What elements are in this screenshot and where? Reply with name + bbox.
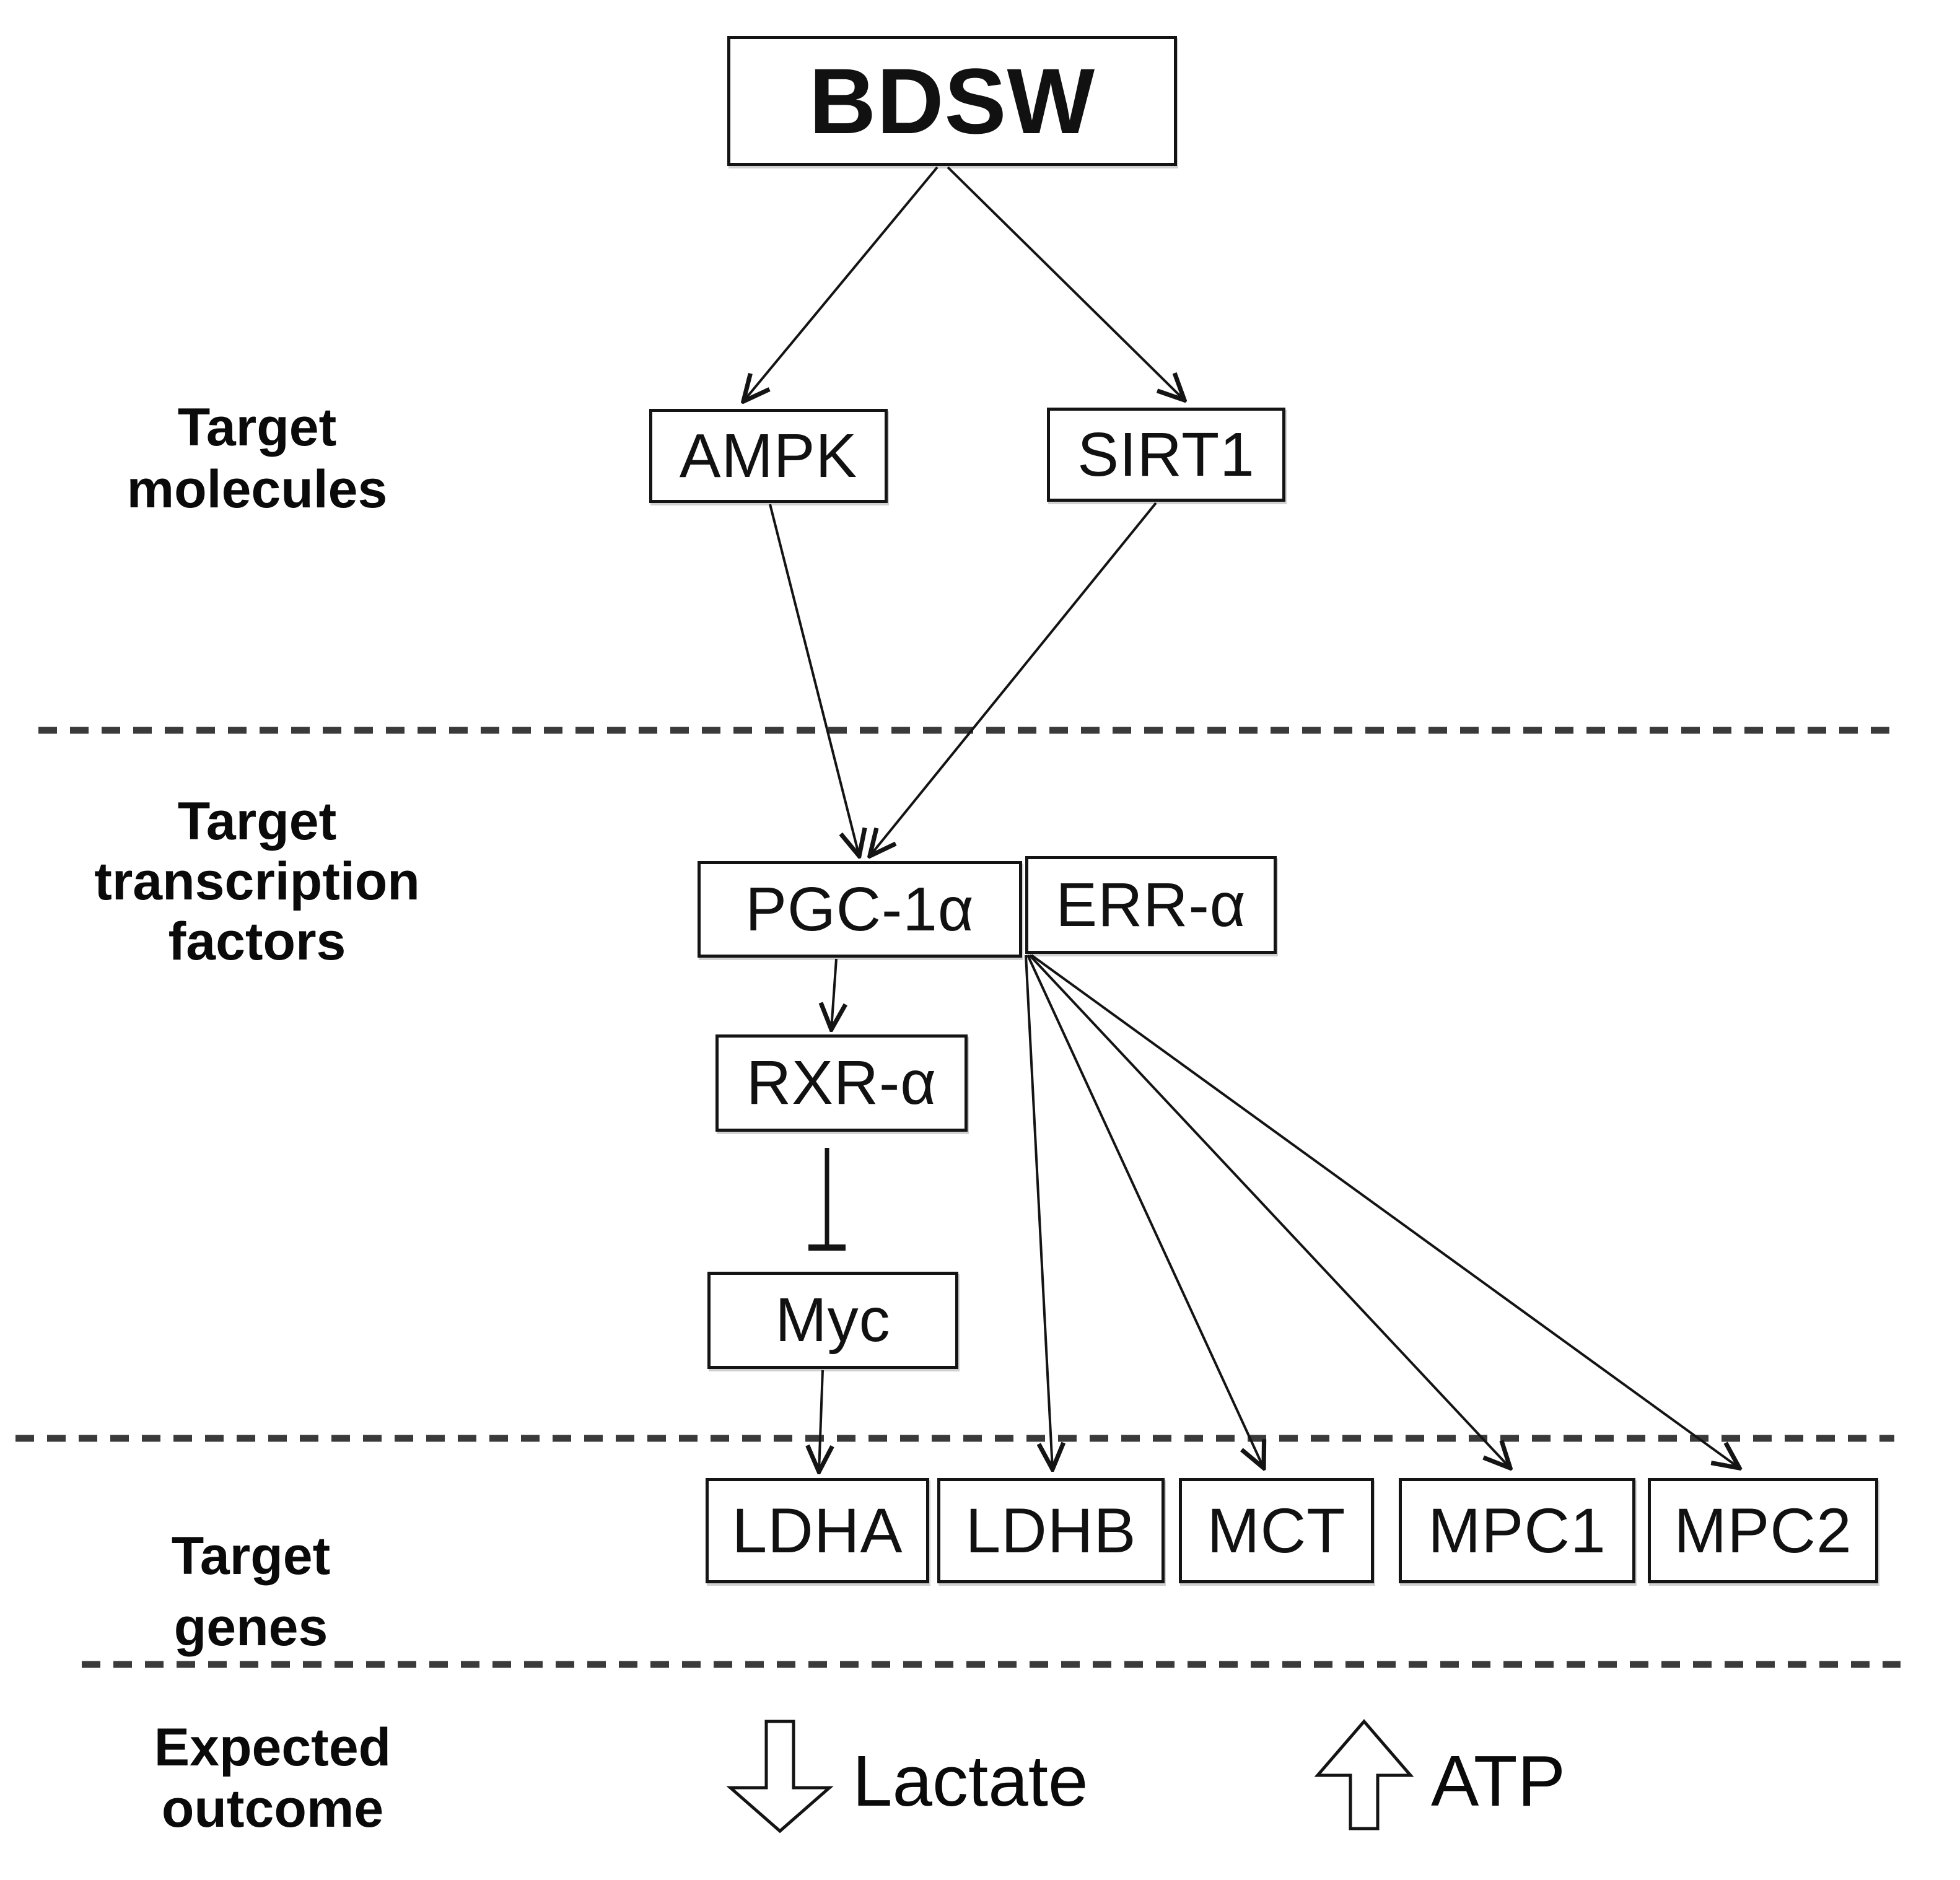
row-label-line: factors (168, 912, 346, 971)
row-label-expected-outcome: Expected outcome (84, 1717, 462, 1840)
edge-pgc1a-rxra (831, 958, 836, 1030)
outcome-lactate-label: Lactate (852, 1745, 1088, 1817)
edge-bdsw-ampk (743, 166, 938, 401)
edge-bdsw-sirt1 (947, 166, 1184, 400)
row-label-target-transcription-factors: Target transcription factors (71, 792, 443, 972)
node-label: MPC2 (1674, 1495, 1852, 1566)
node-mct: MCT (1179, 1478, 1374, 1583)
row-label-line: genes (173, 1598, 328, 1657)
node-label: PGC-1α (745, 874, 974, 944)
outcome-label-text: ATP (1431, 1741, 1565, 1821)
down-block-arrow-icon (726, 1720, 834, 1834)
node-myc: Myc (707, 1272, 958, 1369)
row-label-line: transcription (94, 852, 420, 911)
node-label: RXR-α (746, 1048, 937, 1117)
outcome-atp-label: ATP (1431, 1745, 1565, 1817)
node-label: ERR-α (1056, 870, 1246, 940)
node-ldha: LDHA (706, 1478, 929, 1583)
up-block-arrow-icon (1314, 1719, 1414, 1830)
node-label: LDHA (732, 1495, 903, 1566)
edge-erra-mpc2 (1030, 954, 1739, 1468)
row-label-target-genes: Target genes (65, 1521, 437, 1663)
row-label-line: Expected (154, 1718, 392, 1777)
node-label: AMPK (679, 421, 858, 491)
edge-erra-mct (1026, 955, 1264, 1468)
node-mpc2: MPC2 (1648, 1478, 1878, 1583)
row-label-line: outcome (161, 1779, 384, 1838)
node-sirt1: SIRT1 (1047, 408, 1285, 502)
node-label: LDHB (965, 1495, 1137, 1566)
node-label: MCT (1207, 1495, 1346, 1566)
node-label: SIRT1 (1077, 419, 1255, 489)
row-label-target-molecules: Target molecules (68, 396, 446, 520)
node-label: BDSW (808, 48, 1096, 153)
row-label-line: molecules (126, 460, 388, 519)
node-label: MPC1 (1428, 1495, 1606, 1566)
node-pgc1a: PGC-1α (698, 861, 1022, 958)
node-bdsw: BDSW (727, 36, 1177, 166)
outcome-label-text: Lactate (852, 1741, 1088, 1821)
edge-myc-ldha (819, 1370, 823, 1472)
node-erra: ERR-α (1025, 856, 1277, 954)
node-ampk: AMPK (649, 409, 888, 503)
row-label-line: Target (177, 792, 337, 851)
node-ldhb: LDHB (937, 1478, 1165, 1583)
node-label: Myc (775, 1285, 891, 1355)
node-rxra: RXR-α (715, 1034, 968, 1132)
row-label-line: Target (171, 1526, 331, 1586)
row-label-line: Target (177, 398, 337, 457)
node-mpc1: MPC1 (1399, 1478, 1635, 1583)
edge-erra-ldhb (1025, 955, 1052, 1469)
edge-sirt1-pgc1a (870, 502, 1157, 856)
edge-ampk-pgc1a (769, 504, 859, 856)
edge-erra-mpc1 (1028, 954, 1510, 1468)
